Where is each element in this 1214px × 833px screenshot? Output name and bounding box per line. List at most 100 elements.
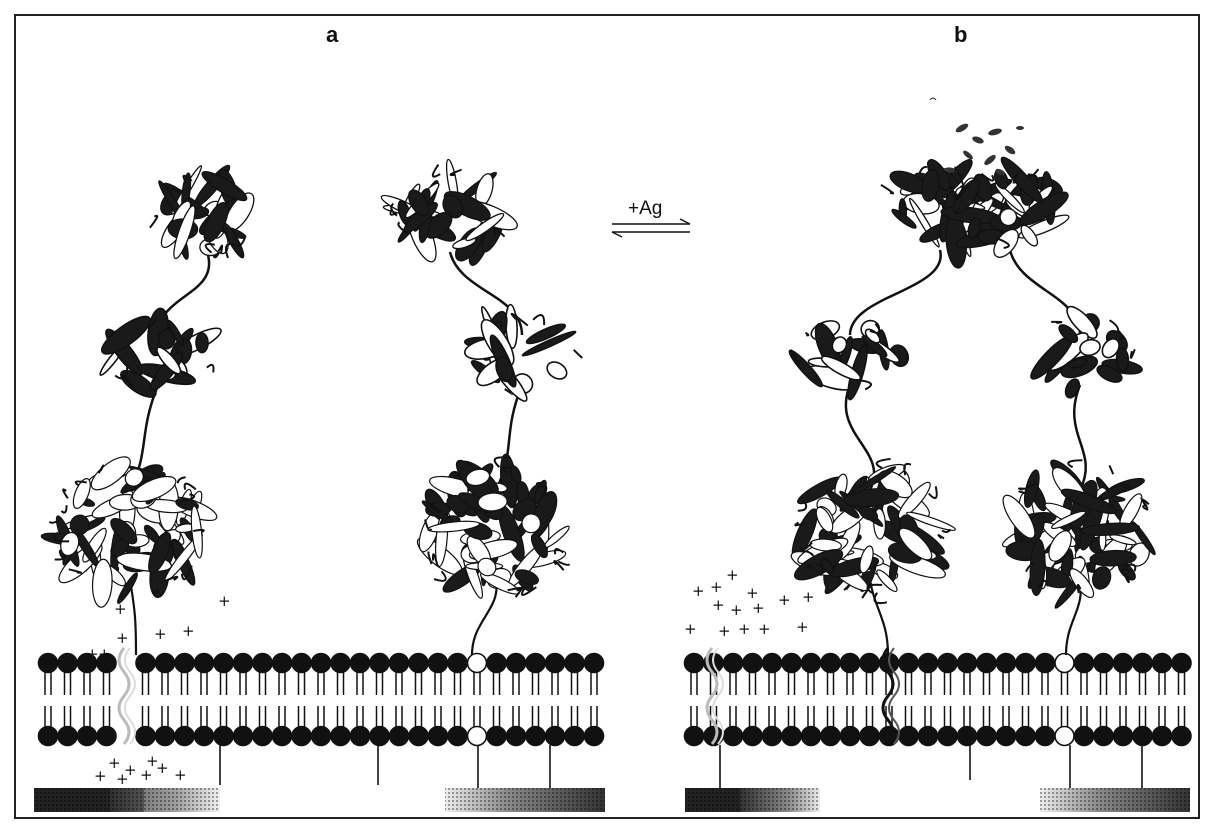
lipid-head — [331, 654, 350, 673]
plus-charge: + — [692, 582, 705, 600]
lipid-head — [273, 654, 292, 673]
lipid-head — [273, 727, 292, 746]
lipid-head — [763, 654, 782, 673]
middle-domain — [1026, 302, 1143, 400]
receptor-a-right — [373, 152, 582, 655]
lipid-head — [977, 654, 996, 673]
lipid-head — [899, 654, 918, 673]
lipid-head — [958, 727, 977, 746]
lipid-head — [468, 654, 487, 673]
plus-charge: + — [778, 591, 791, 609]
lipid-head — [938, 727, 957, 746]
lipid-head — [565, 654, 584, 673]
lipid-head — [507, 727, 526, 746]
ion-charges: +++++++++++++++++++++++++++++ — [86, 566, 815, 788]
lipid-head — [919, 727, 938, 746]
lipid-head — [429, 727, 448, 746]
plus-charge: + — [684, 620, 697, 638]
lipid-head — [214, 654, 233, 673]
lipid-head — [1153, 727, 1172, 746]
lipid-head — [312, 727, 331, 746]
lipid-head — [1114, 727, 1133, 746]
lipid-head — [331, 727, 350, 746]
lipid-head — [351, 727, 370, 746]
lipid-head — [977, 727, 996, 746]
plus-charge: + — [726, 566, 739, 584]
plus-charge: + — [116, 629, 129, 647]
lipid-head — [782, 654, 801, 673]
plus-charge: + — [94, 767, 107, 785]
plus-charge: + — [98, 645, 111, 663]
lipid-head — [1016, 654, 1035, 673]
lipid-head — [156, 654, 175, 673]
membrane-proximal-domain — [41, 451, 220, 608]
lipid-head — [997, 727, 1016, 746]
lipid-head — [899, 727, 918, 746]
lipid-head — [546, 727, 565, 746]
lipid-head — [78, 727, 97, 746]
lipid-head — [136, 654, 155, 673]
lipid-head — [292, 654, 311, 673]
middle-domain — [463, 304, 582, 404]
membrane-proximal-domain — [413, 453, 572, 600]
lipid-head — [214, 727, 233, 746]
lipid-head — [156, 727, 175, 746]
lipid-head — [841, 654, 860, 673]
lipid-head — [685, 654, 704, 673]
lipid-head — [1133, 654, 1152, 673]
lipid-head — [409, 654, 428, 673]
lipid-head — [370, 727, 389, 746]
middle-domain — [786, 317, 911, 401]
lipid-head — [841, 727, 860, 746]
lipid-head — [1172, 654, 1191, 673]
plus-charge: + — [156, 759, 169, 777]
lipid-head — [39, 727, 58, 746]
lipid-head — [724, 727, 743, 746]
lipid-head — [1036, 654, 1055, 673]
lipid-head — [175, 654, 194, 673]
lipid-head — [763, 727, 782, 746]
lipid-head — [1172, 727, 1191, 746]
lipid-head — [1133, 727, 1152, 746]
membrane-proximal-domain — [998, 456, 1158, 610]
lipid-head — [685, 727, 704, 746]
middle-domain — [97, 307, 224, 402]
equilibrium-arrows — [612, 219, 690, 237]
membrane-b — [685, 648, 1192, 790]
lipid-head — [468, 727, 487, 746]
plus-charge: + — [730, 601, 743, 619]
lipid-head — [585, 727, 604, 746]
membrane-proximal-domain — [788, 459, 957, 603]
lipid-head — [409, 727, 428, 746]
lipid-head — [938, 654, 957, 673]
plus-charge: + — [218, 592, 231, 610]
lipid-head — [97, 727, 116, 746]
plus-charge: + — [796, 618, 809, 636]
lipid-head — [448, 727, 467, 746]
lipid-head — [487, 654, 506, 673]
lipid-head — [724, 654, 743, 673]
lipid-head — [546, 654, 565, 673]
plus-charge: + — [718, 622, 731, 640]
lipid-head — [1016, 727, 1035, 746]
antigen-binding-domain — [373, 152, 526, 275]
plus-charge: + — [114, 600, 127, 618]
lipid-head — [58, 654, 77, 673]
lipid-head — [253, 727, 272, 746]
lipid-head — [958, 654, 977, 673]
plus-charge: + — [738, 620, 751, 638]
lipid-head — [448, 654, 467, 673]
plus-charge: + — [116, 770, 129, 788]
lipid-head — [1094, 654, 1113, 673]
plus-charge: + — [752, 599, 765, 617]
plus-charge: + — [182, 622, 195, 640]
lipid-head — [860, 654, 879, 673]
receptor-a-left — [41, 156, 268, 655]
lipid-head — [1055, 727, 1074, 746]
lipid-head — [1153, 654, 1172, 673]
lipid-head — [997, 654, 1016, 673]
lipid-head — [1094, 727, 1113, 746]
lipid-head — [292, 727, 311, 746]
lipid-head — [136, 727, 155, 746]
plus-charge: + — [174, 766, 187, 784]
